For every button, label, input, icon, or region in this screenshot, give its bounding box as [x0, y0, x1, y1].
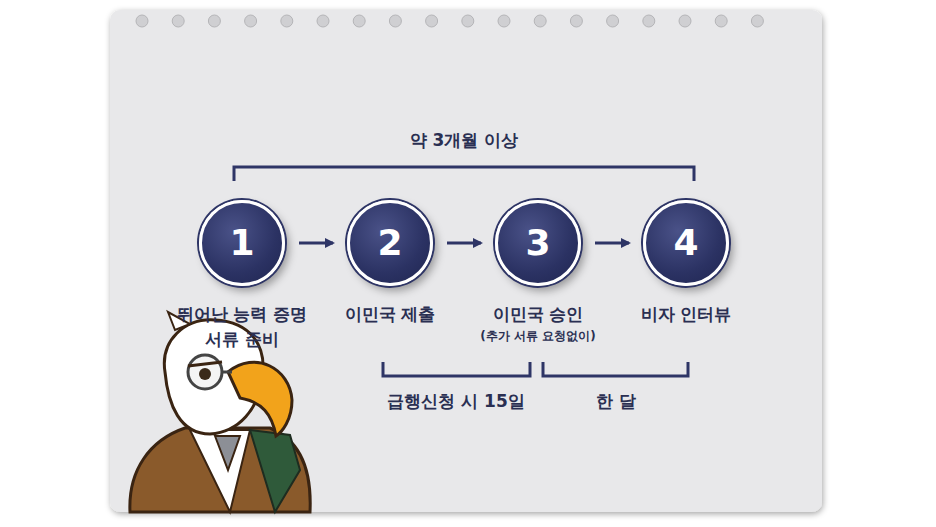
flow-arrow — [447, 242, 481, 245]
step-note: (추가 서류 요청없이) — [448, 329, 628, 345]
binder-hole — [643, 15, 655, 27]
step-node: 2 이민국 제출 — [300, 200, 480, 327]
step-circle: 1 — [199, 200, 285, 286]
binder-hole — [317, 15, 329, 27]
binder-hole — [462, 15, 474, 27]
span-bracket — [383, 362, 530, 376]
binder-hole — [498, 15, 510, 27]
step-number: 2 — [377, 225, 402, 261]
step-number: 1 — [229, 225, 254, 261]
step-circle: 4 — [643, 200, 729, 286]
step-label: 뛰어난 능력 증명 서류 준비 — [167, 302, 317, 351]
binder-hole — [389, 15, 401, 27]
step-circle: 3 — [495, 200, 581, 286]
span-label: 약 3개월 이상 — [410, 129, 519, 152]
binder-hole — [208, 15, 220, 27]
binder-hole — [172, 15, 184, 27]
step-circle: 2 — [347, 200, 433, 286]
step-label: 이민국 승인 — [453, 302, 623, 327]
span-bracket — [543, 362, 688, 376]
binder-hole — [570, 15, 582, 27]
span-bracket — [234, 167, 694, 181]
binder-hole — [426, 15, 438, 27]
binder-hole — [679, 15, 691, 27]
step-node: 4 비자 인터뷰 — [596, 200, 776, 327]
binder-hole — [245, 15, 257, 27]
duration-label: 급행신청 시 15일 — [387, 390, 525, 413]
step-node: 3 이민국 승인 (추가 서류 요청없이) — [448, 200, 628, 344]
step-label: 비자 인터뷰 — [611, 302, 761, 327]
binder-holes — [136, 15, 763, 27]
step-node: 1 뛰어난 능력 증명 서류 준비 — [152, 200, 332, 351]
binder-hole — [281, 15, 293, 27]
step-number: 4 — [673, 225, 698, 261]
step-number: 3 — [525, 225, 550, 261]
binder-hole — [353, 15, 365, 27]
binder-hole — [751, 15, 763, 27]
binder-hole — [136, 15, 148, 27]
binder-hole — [715, 15, 727, 27]
flow-arrow — [299, 242, 333, 245]
flow-arrow — [595, 242, 629, 245]
binder-hole — [607, 15, 619, 27]
step-label: 이민국 제출 — [315, 302, 465, 327]
binder-hole — [534, 15, 546, 27]
paper-sheet — [110, 10, 822, 512]
duration-label: 한 달 — [596, 390, 636, 413]
